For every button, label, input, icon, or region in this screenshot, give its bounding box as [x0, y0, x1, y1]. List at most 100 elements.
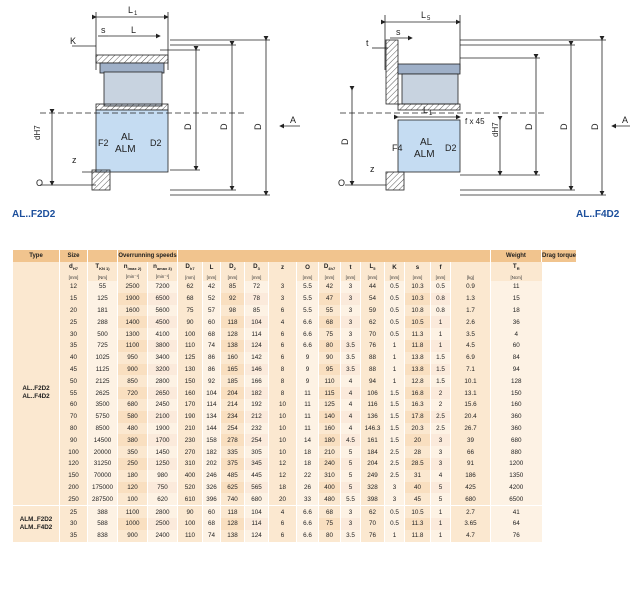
table-cell: 4: [340, 387, 361, 399]
unit-cell: [mm]: [296, 273, 319, 281]
table-cell: 100: [177, 517, 203, 530]
table-cell: 3: [340, 304, 361, 317]
table-cell: 110: [177, 339, 203, 352]
label-al-right: AL: [420, 137, 433, 148]
table-cell: 2800: [147, 505, 178, 518]
table-cell: 160: [220, 351, 245, 364]
table-cell: 250: [117, 457, 148, 470]
table-cell: 160: [490, 398, 542, 411]
table-cell: 9: [296, 375, 319, 388]
table-cell: 60: [202, 505, 221, 518]
table-cell: 10.3: [404, 281, 431, 293]
table-cell: 31: [404, 469, 431, 482]
unit-cell: [12, 273, 60, 281]
table-cell: 115: [318, 387, 341, 399]
table-cell: 14: [296, 434, 319, 447]
table-cell: 18: [296, 446, 319, 458]
table-cell: 1.5: [430, 375, 451, 388]
table-cell: 80: [318, 339, 341, 352]
table-cell: 90: [177, 505, 203, 518]
table-cell: 35: [59, 529, 88, 542]
table-cell: 485: [220, 469, 245, 482]
table-cell: 234: [220, 410, 245, 423]
table-cell: 11.8: [404, 529, 431, 542]
symbol-cell: TKN 1): [87, 262, 118, 273]
dim-d5-right: D: [590, 123, 600, 130]
table-cell: 1: [430, 517, 451, 530]
table-cell: 75: [318, 517, 341, 530]
table-cell: 100: [177, 328, 203, 340]
table-cell: 335: [220, 446, 245, 458]
table-cell: 100: [117, 493, 148, 506]
header-size: Size: [59, 250, 88, 262]
table-cell: 3: [340, 281, 361, 293]
table-cell: 10: [268, 446, 297, 458]
unit-cell: [mm]: [384, 273, 405, 281]
table-cell: 85: [244, 304, 269, 317]
table-cell: 146: [244, 363, 269, 376]
label-f4: F4: [392, 143, 403, 153]
table-cell: 204: [220, 387, 245, 399]
table-cell: 13.1: [450, 387, 491, 399]
table-cell: 1900: [117, 292, 148, 305]
table-cell: 360: [490, 410, 542, 423]
table-cell: 16.3: [404, 398, 431, 411]
dim-l5-right-sub: 5: [427, 16, 431, 22]
symbol-cell: D4h7: [318, 262, 341, 273]
table-cell: 106: [360, 387, 385, 399]
symbol-cell: L: [202, 262, 221, 273]
table-cell: 240: [318, 457, 341, 470]
table-cell: 6: [268, 517, 297, 530]
table-cell: 2.5: [430, 410, 451, 423]
dim-d-left: dH7: [33, 125, 42, 140]
table-cell: 5: [430, 493, 451, 506]
table-cell: 92: [220, 292, 245, 305]
table-cell: 44: [360, 281, 385, 293]
table-cell: 2100: [147, 410, 178, 423]
table-cell: 20.3: [404, 422, 431, 435]
table-cell: 270: [177, 446, 203, 458]
unit-cell: [Nm]: [87, 273, 118, 281]
label-d2-right: D2: [445, 143, 457, 153]
table-cell: 4: [268, 316, 297, 329]
table-cell: 10: [268, 410, 297, 423]
table-cell: 40: [59, 351, 88, 364]
table-cell: 3.5: [340, 529, 361, 542]
table-cell: 11: [296, 410, 319, 423]
table-cell: 62: [177, 281, 203, 293]
table-cell: 398: [360, 493, 385, 506]
table-cell: 170: [177, 398, 203, 411]
table-cell: 10.1: [450, 375, 491, 388]
table-cell: 136: [360, 410, 385, 423]
table-cell: 50: [59, 375, 88, 388]
table-cell: 146.3: [360, 422, 385, 435]
table-cell: 4500: [147, 316, 178, 329]
table-cell: 900: [117, 529, 148, 542]
table-cell: 74: [202, 339, 221, 352]
table-cell: 45: [404, 493, 431, 506]
table-cell: 8: [268, 375, 297, 388]
dim-dd-right: D: [524, 123, 534, 130]
table-cell: 20.4: [450, 410, 491, 423]
table-cell: 125: [318, 398, 341, 411]
table-cell: 12.8: [404, 375, 431, 388]
dim-l1-left-sub: 1: [134, 11, 138, 17]
table-cell: 20: [404, 434, 431, 447]
table-cell: 3: [268, 292, 297, 305]
table-cell: 0.9: [450, 281, 491, 293]
table-cell: 118: [220, 316, 245, 329]
table-cell: 55: [59, 387, 88, 399]
table-cell: 3: [340, 505, 361, 518]
table-cell: 3500: [87, 398, 118, 411]
table-cell: 0.5: [384, 505, 405, 518]
symbol-cell: z: [268, 262, 297, 273]
symbol-subscript: 2: [233, 266, 236, 272]
table-cell: 1450: [147, 446, 178, 458]
